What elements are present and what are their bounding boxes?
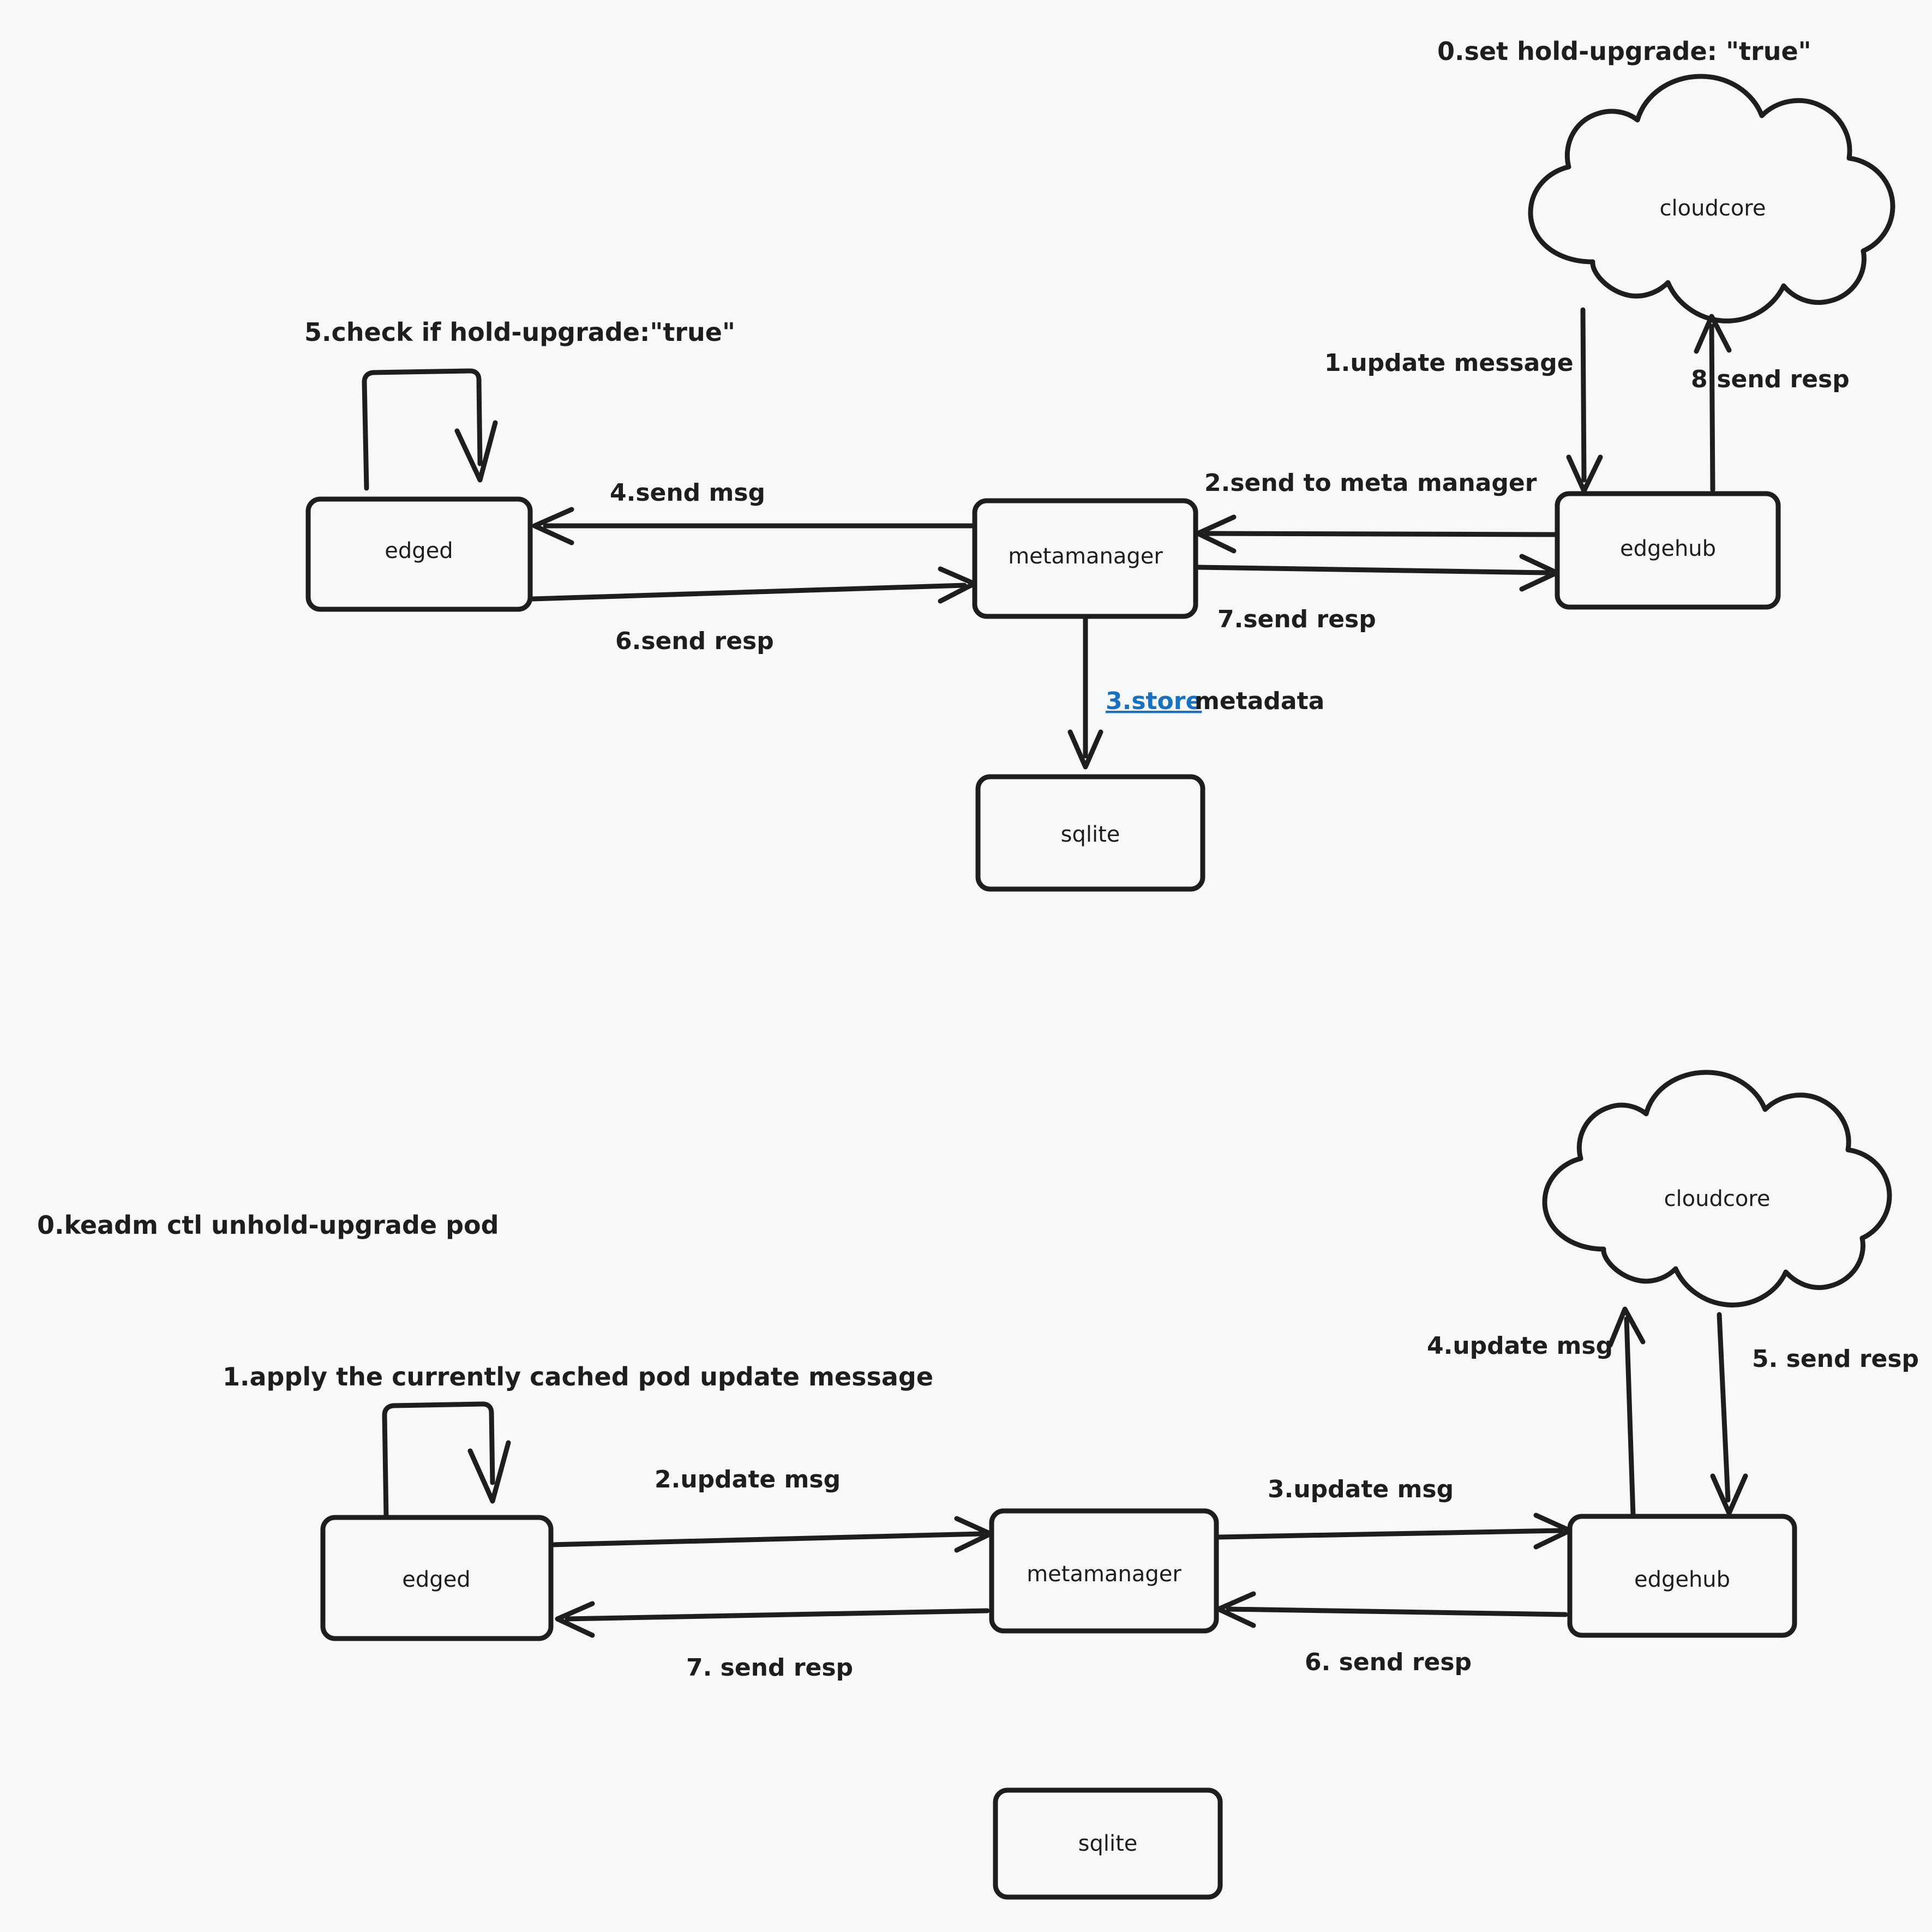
note-set-hold-upgrade: 0.set hold-upgrade: "true": [1437, 37, 1811, 66]
node-sqlite-top[interactable]: sqlite: [975, 774, 1205, 892]
edge-label-7-send-resp: 7.send resp: [1217, 605, 1376, 633]
node-label-metamanager: metamanager: [1008, 544, 1163, 569]
edge-label-6-send-resp: 6. send resp: [1305, 1648, 1472, 1676]
edge-7-send-resp: 7. send resp: [555, 1601, 990, 1682]
edge-label-2-update-msg: 2.update msg: [655, 1466, 841, 1493]
edge-4-update-msg: 4.update msg: [1427, 1306, 1646, 1518]
node-label-cloudcore: cloudcore: [1660, 196, 1766, 221]
node-label-edged: edged: [402, 1567, 470, 1592]
node-label-metamanager: metamanager: [1027, 1562, 1181, 1587]
edge-6-send-resp: 6. send resp: [1216, 1591, 1568, 1676]
edge-8-send-resp: 8.send resp: [1691, 314, 1850, 493]
edge-label-3-update-msg: 3.update msg: [1268, 1475, 1454, 1503]
edge-7-send-resp: 7.send resp: [1195, 554, 1559, 633]
node-label-edged: edged: [385, 538, 453, 563]
node-label-sqlite: sqlite: [1078, 1831, 1138, 1856]
edge-3-store-metadata: 3.store metadata: [1067, 615, 1324, 770]
node-edgehub-top[interactable]: edgehub: [1555, 491, 1781, 610]
edge-label-3-metadata: metadata: [1195, 687, 1324, 715]
node-label-sqlite: sqlite: [1061, 822, 1120, 847]
edge-2-update-msg: 2.update msg: [549, 1466, 993, 1553]
self-loop-arrow-edged-top: [362, 368, 498, 491]
note-check-hold-upgrade: 5.check if hold-upgrade:"true": [304, 317, 735, 347]
edge-label-8-send-resp: 8.send resp: [1691, 365, 1850, 393]
node-cloudcore-top[interactable]: cloudcore: [1528, 74, 1895, 323]
node-edged-bottom[interactable]: edged: [320, 1515, 554, 1641]
edge-2-send-to-meta-manager: 2.send to meta manager: [1195, 469, 1558, 554]
edge-label-2-send-to-meta-manager: 2.send to meta manager: [1204, 469, 1537, 497]
note-keadm-unhold-upgrade: 0.keadm ctl unhold-upgrade pod: [37, 1210, 499, 1240]
edge-5-send-resp: 5. send resp: [1710, 1312, 1919, 1516]
node-edgehub-bottom[interactable]: edgehub: [1567, 1514, 1797, 1638]
edge-3-update-msg: 3.update msg: [1216, 1475, 1573, 1550]
edge-label-1-update-message: 1.update message: [1324, 349, 1574, 377]
self-loop-arrow-edged-bottom: [382, 1401, 511, 1520]
node-metamanager-bottom[interactable]: metamanager: [989, 1508, 1219, 1634]
edge-label-5-send-resp: 5. send resp: [1752, 1345, 1919, 1373]
note-apply-cached-pod-update: 1.apply the currently cached pod update …: [223, 1362, 933, 1391]
edge-label-4-send-msg: 4.send msg: [610, 479, 765, 507]
edge-4-send-msg: 4.send msg: [532, 479, 975, 545]
edge-6-send-resp: 6.send resp: [530, 566, 977, 655]
edge-1-update-message: 1.update message: [1324, 307, 1603, 494]
edge-label-4-update-msg: 4.update msg: [1427, 1332, 1613, 1360]
node-edged-top[interactable]: edged: [305, 496, 533, 612]
edge-label-6-send-resp: 6.send resp: [615, 627, 774, 655]
edge-label-3-store-link[interactable]: 3.store: [1106, 687, 1202, 715]
node-sqlite-bottom[interactable]: sqlite: [993, 1787, 1223, 1900]
node-cloudcore-bottom[interactable]: cloudcore: [1542, 1070, 1892, 1307]
node-label-edgehub: edgehub: [1634, 1567, 1730, 1592]
edge-label-7-send-resp: 7. send resp: [686, 1654, 853, 1682]
node-label-edgehub: edgehub: [1620, 536, 1716, 561]
node-label-cloudcore: cloudcore: [1664, 1186, 1771, 1211]
node-metamanager-top[interactable]: metamanager: [972, 498, 1198, 619]
